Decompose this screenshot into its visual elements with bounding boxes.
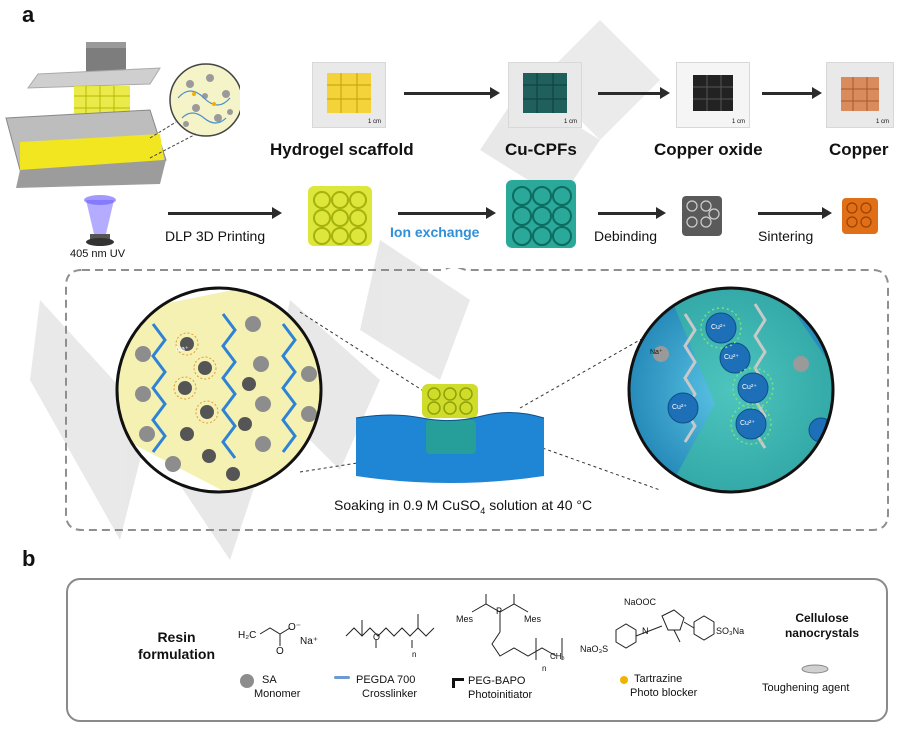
cu-ion-label: Cu²⁺	[724, 354, 739, 361]
arrow	[598, 212, 656, 215]
lattice-copper-oxide	[682, 196, 722, 236]
lattice-copper	[842, 198, 878, 234]
scale-bar-label: 1 cm	[875, 119, 889, 125]
arrow-head	[272, 207, 282, 219]
resin-formulation-box	[66, 578, 888, 722]
bapo-ch3-label: CH₃	[550, 652, 565, 661]
photo-copper-oxide: 1 cm	[676, 62, 750, 128]
pegda-crosslinker-icon	[334, 676, 350, 679]
cu-zoom-circle	[627, 286, 835, 494]
pegda-structure	[345, 614, 435, 648]
lattice-cu-cpfs	[506, 180, 576, 248]
tz-nao3s-label: NaO₃S	[580, 644, 609, 654]
sa-o2-label: O	[276, 646, 284, 657]
arrow	[758, 212, 822, 215]
arrow-head	[822, 207, 832, 219]
na-ion-label-right: Na⁺	[650, 349, 663, 356]
soaking-box	[65, 268, 889, 531]
sa-structure	[259, 627, 291, 646]
arrow	[168, 212, 272, 215]
tartrazine-role: Photo blocker	[630, 687, 698, 699]
bapo-name: PEG-BAPO	[468, 675, 526, 687]
process-label-ion-exchange: Ion exchange	[390, 224, 480, 240]
sa-name: SA	[262, 674, 277, 686]
sa-o-label: O⁻	[288, 622, 302, 633]
pegda-n-label: n	[412, 650, 417, 659]
sa-monomer-icon	[240, 674, 254, 688]
cuso4-dish	[355, 384, 545, 483]
bapo-role: Photoinitiator	[468, 689, 533, 701]
uv-label: 405 nm UV	[70, 248, 126, 260]
photo-copper: 1 cm	[826, 62, 894, 128]
arrow	[404, 92, 490, 95]
cnc-icon	[801, 664, 829, 674]
sa-role: Monomer	[254, 688, 301, 700]
cu-ion-label: Cu²⁺	[672, 404, 687, 411]
tartrazine-structure	[615, 609, 715, 649]
tz-so3na-label: SO₃Na	[716, 626, 745, 636]
arrow-head	[490, 87, 500, 99]
scale-bar-label: 1 cm	[731, 119, 745, 125]
bapo-p-label: P	[496, 606, 503, 616]
cnc-name: Cellulose nanocrystals	[784, 611, 860, 640]
tartrazine-icon	[620, 676, 628, 684]
lattice-hydrogel	[308, 186, 372, 246]
photo-hydrogel-scaffold: 1 cm	[312, 62, 386, 128]
scale-bar-label: 1 cm	[367, 119, 381, 125]
peg-bapo-structure	[471, 594, 563, 660]
hydrogel-zoom-circle	[115, 286, 323, 494]
tartrazine-name: Tartrazine	[634, 673, 683, 685]
sa-na-label: Na⁺	[300, 636, 319, 647]
stage-label-cu-cpfs: Cu-CPFs	[505, 140, 577, 159]
cu-ion-label: Cu²⁺	[711, 324, 726, 331]
photo-cu-cpfs: 1 cm	[508, 62, 582, 128]
bapo-photoinitiator-icon	[452, 678, 464, 688]
stage-label-copper: Copper	[829, 140, 889, 159]
process-label-sintering: Sintering	[758, 228, 814, 244]
arrow	[762, 92, 812, 95]
panel-a-letter: a	[22, 2, 35, 27]
bapo-mes-label: Mes	[456, 614, 474, 624]
arrow	[398, 212, 486, 215]
process-label-printing: DLP 3D Printing	[165, 228, 266, 244]
tz-naooc-label: NaOOC	[624, 597, 657, 607]
pegda-role: Crosslinker	[362, 688, 418, 700]
cnc-role: Toughening agent	[762, 682, 850, 694]
arrow	[598, 92, 660, 95]
dlp-printer-illustration	[5, 42, 240, 246]
pegda-o-label: O	[373, 632, 381, 642]
sa-formula-label: H₂C	[238, 630, 257, 641]
process-label-debinding: Debinding	[594, 228, 658, 244]
arrow-head	[660, 87, 670, 99]
stage-label-copper-oxide: Copper oxide	[654, 140, 763, 159]
cu-ion-label: Cu²⁺	[740, 420, 755, 427]
bapo-mes-label: Mes	[524, 614, 542, 624]
pegda-name: PEGDA 700	[356, 674, 416, 686]
na-ion-label: Na⁺	[176, 346, 189, 353]
stage-label-hydrogel: Hydrogel scaffold	[270, 140, 414, 159]
scale-bar-label: 1 cm	[563, 119, 577, 125]
bapo-n-label: n	[542, 664, 547, 673]
arrow-head	[656, 207, 666, 219]
tz-n-label: N	[642, 626, 649, 636]
soaking-label: Soaking in 0.9 M CuSO4 solution at 40 °C	[334, 497, 593, 516]
arrow-head	[812, 87, 822, 99]
panel-b-letter: b	[22, 546, 36, 571]
arrow-head	[486, 207, 496, 219]
cu-ion-label: Cu²⁺	[742, 384, 757, 391]
